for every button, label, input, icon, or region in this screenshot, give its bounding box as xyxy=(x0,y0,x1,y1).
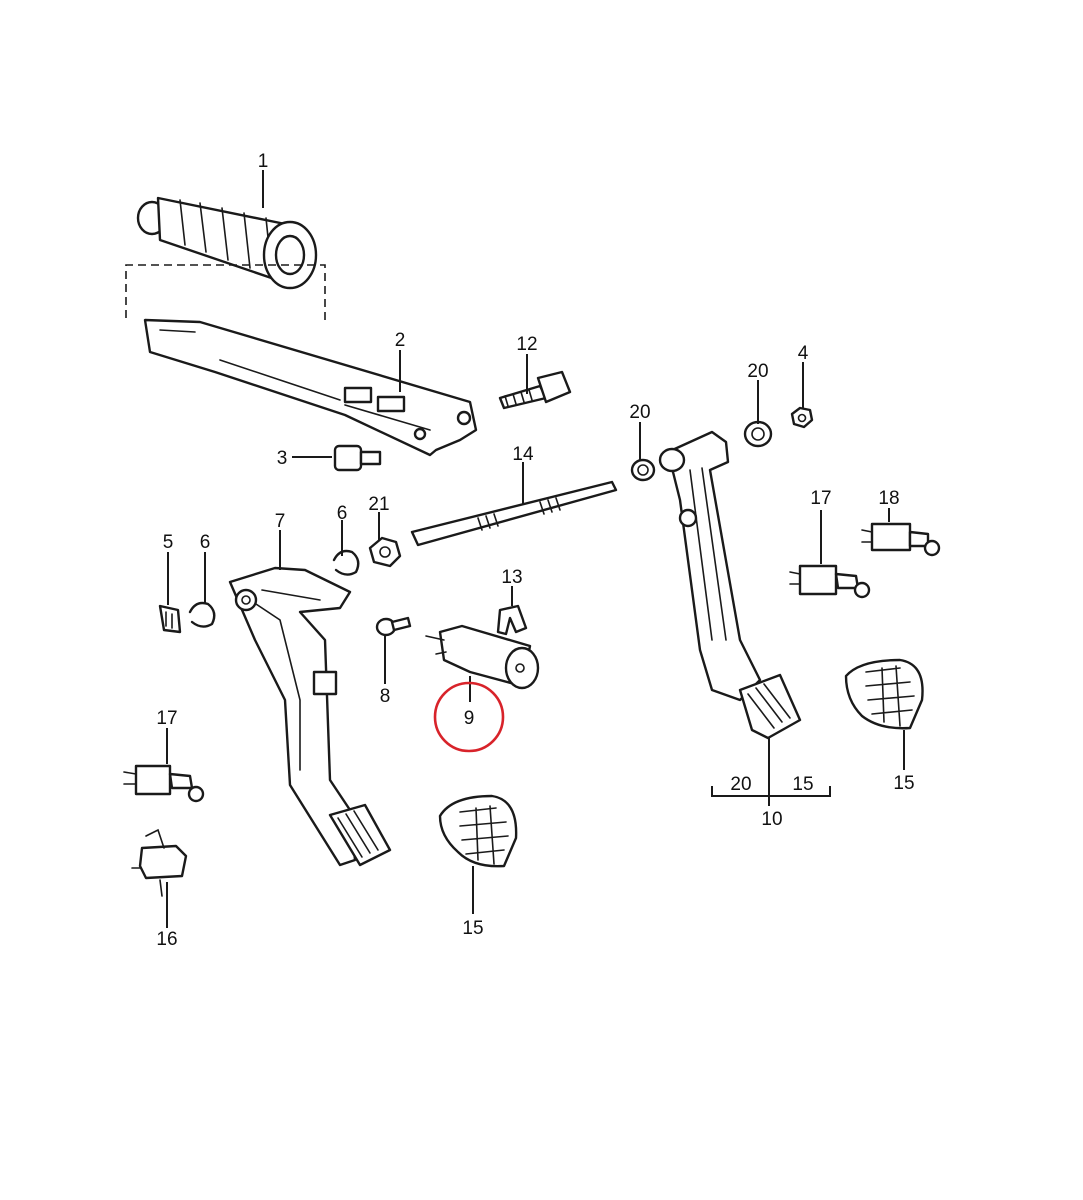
part-16-micro-switch xyxy=(131,828,188,897)
part-7-clutch-pedal xyxy=(228,566,392,867)
part-6-clip-b xyxy=(188,601,216,628)
callout-7: 7 xyxy=(275,511,286,532)
part-6-clip-a xyxy=(332,549,360,576)
callout-15-c: 15 xyxy=(792,774,813,795)
callout-13: 13 xyxy=(501,567,522,588)
callout-17-b: 17 xyxy=(156,708,177,729)
callout-20-a: 20 xyxy=(629,402,650,423)
callout-18: 18 xyxy=(878,488,899,509)
callout-20-c: 20 xyxy=(730,774,751,795)
part-14-shaft xyxy=(410,480,618,547)
part-18-switch xyxy=(861,522,941,557)
part-15-pad-left xyxy=(438,794,518,868)
callout-6-a: 6 xyxy=(337,503,348,524)
part-3-bolt xyxy=(333,444,382,472)
callout-5: 5 xyxy=(163,532,174,553)
part-5-clip xyxy=(158,604,182,634)
callout-16: 16 xyxy=(156,929,177,950)
callout-3: 3 xyxy=(277,448,288,469)
part-8-pin xyxy=(375,616,412,637)
part-12-stud xyxy=(498,370,572,410)
part-2-bracket xyxy=(143,318,478,457)
part-1-boot xyxy=(136,196,318,290)
callout-6-b: 6 xyxy=(200,532,211,553)
part-17-switch-left xyxy=(123,764,205,803)
part-4-nut xyxy=(790,406,814,429)
part-15-pad-right xyxy=(844,658,924,730)
part-10-brake-pedal xyxy=(658,430,802,740)
part-17-switch-right xyxy=(789,564,871,599)
part-20-bushing-b xyxy=(743,420,773,448)
callout-21: 21 xyxy=(368,494,389,515)
callout-12: 12 xyxy=(516,334,537,355)
callout-17-a: 17 xyxy=(810,488,831,509)
callout-8: 8 xyxy=(380,686,391,707)
callout-15-b: 15 xyxy=(893,773,914,794)
leader-lines xyxy=(166,170,905,928)
callout-1: 1 xyxy=(258,151,269,172)
callout-2: 2 xyxy=(395,330,406,351)
part-21-nut xyxy=(368,536,402,568)
highlight-circle xyxy=(433,681,505,753)
part-20-bushing-a xyxy=(630,458,656,482)
assembly-bracket-1 xyxy=(125,264,326,320)
part-13-clip xyxy=(496,604,528,636)
callout-9: 9 xyxy=(464,708,475,729)
callout-20-b: 20 xyxy=(747,361,768,382)
callout-15-a: 15 xyxy=(462,918,483,939)
callout-10: 10 xyxy=(761,809,782,830)
callout-14: 14 xyxy=(512,444,534,465)
part-9-spring-cylinder xyxy=(425,624,540,690)
callout-4: 4 xyxy=(798,343,809,364)
